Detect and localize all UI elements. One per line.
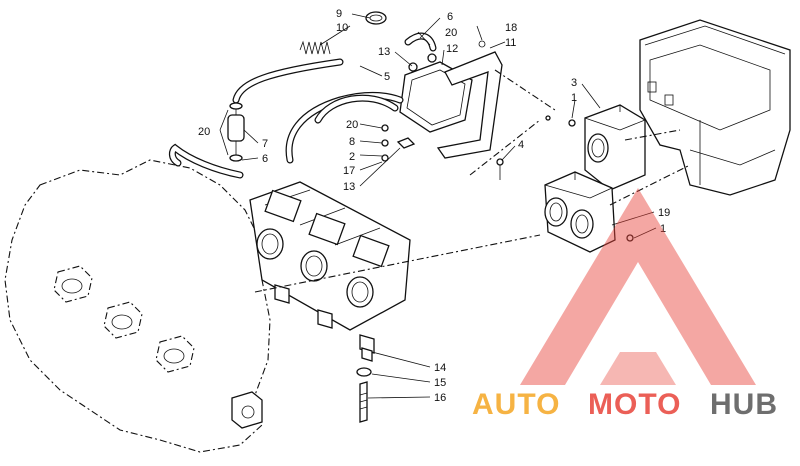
hose-clamp (365, 11, 387, 25)
callout-10: 10 (336, 22, 348, 34)
engine-outline (4, 159, 271, 453)
hardware (356, 115, 634, 423)
assembly-lines (254, 69, 691, 293)
callout-13-upper: 13 (378, 46, 390, 58)
callout-14: 14 (434, 362, 446, 374)
watermark-text-moto: MOTO (588, 388, 681, 421)
callout-2: 2 (349, 151, 355, 163)
intake-silencer-upper (584, 104, 646, 191)
callout-4: 4 (518, 139, 524, 151)
callout-18: 18 (505, 22, 517, 34)
fuel-hoses (168, 32, 437, 179)
watermark-triangle-icon (520, 188, 756, 385)
carburetor-bank (249, 181, 411, 362)
callout-5: 5 (384, 71, 390, 83)
mounting-bracket (436, 40, 503, 159)
callout-13-lower: 13 (343, 181, 355, 193)
callout-20-upper: 20 (445, 27, 457, 39)
watermark-text-auto: AUTO (472, 388, 560, 421)
callout-11: 11 (505, 37, 516, 49)
callout-16: 16 (434, 392, 446, 404)
watermark-text-hub: HUB (710, 388, 778, 421)
callout-3: 3 (571, 77, 577, 89)
callout-6-lower: 6 (262, 153, 268, 165)
intake-boot-lower (544, 171, 616, 253)
callout-20-center: 20 (346, 119, 358, 131)
callout-9: 9 (336, 8, 342, 20)
callout-7: 7 (262, 138, 268, 150)
watermark-logo: AUTO MOTO HUB (472, 188, 778, 421)
callout-15: 15 (434, 377, 446, 389)
callout-17: 17 (343, 165, 355, 177)
callout-20-left: 20 (198, 126, 210, 138)
airbox (639, 19, 791, 196)
callout-1-lower: 1 (660, 223, 666, 235)
callout-8: 8 (349, 136, 355, 148)
spring (299, 40, 331, 55)
fuel-filter (227, 102, 245, 162)
callout-6-upper: 6 (447, 11, 453, 23)
callout-numbers: 9 10 6 20 13 12 18 11 5 3 1 20 7 6 20 8 … (198, 8, 670, 404)
callout-1-upper: 1 (571, 92, 577, 104)
leader-lines (219, 13, 657, 399)
callout-12: 12 (446, 43, 458, 55)
callout-19: 19 (658, 207, 670, 219)
